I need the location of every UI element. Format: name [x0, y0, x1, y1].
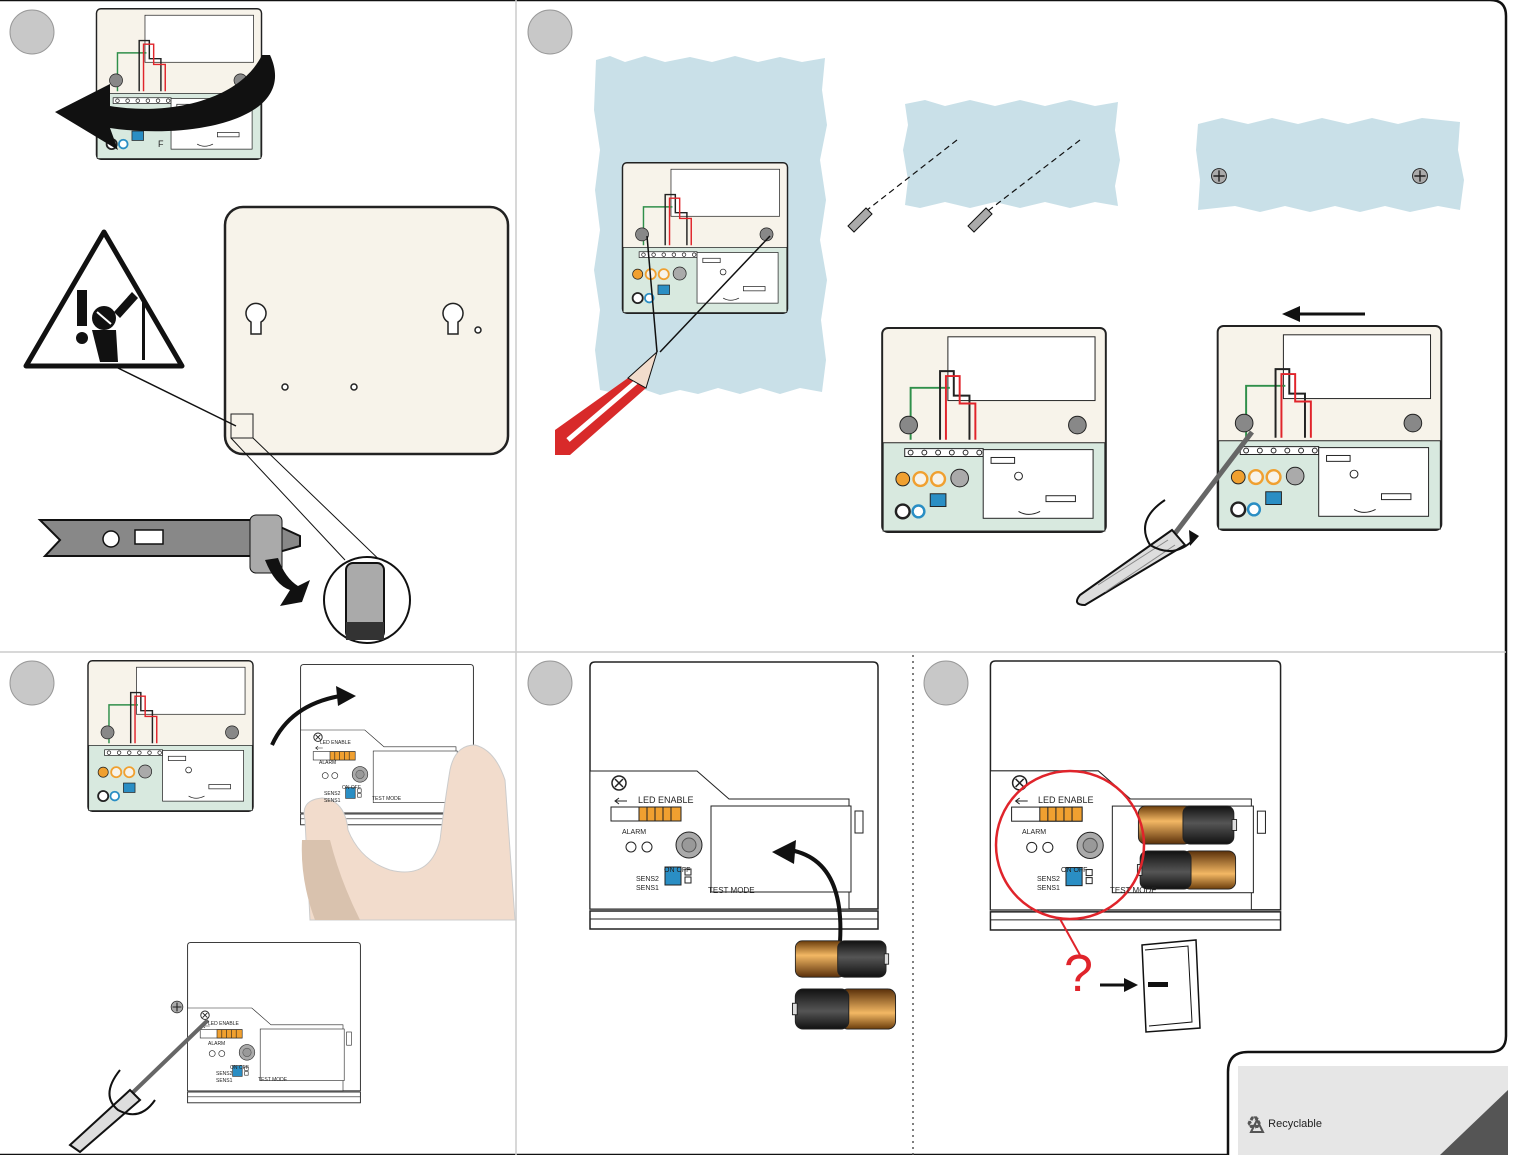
on-off-label: ON OFF [1061, 867, 1087, 874]
led-enable-label: LED ENABLE [638, 796, 694, 805]
test-mode-label: TEST MODE [372, 797, 401, 802]
on-off-label: ON OFF [230, 1066, 249, 1071]
device-mounted [882, 328, 1106, 532]
step-2-marker [528, 10, 572, 54]
anchor-screw-icon [848, 208, 992, 232]
on-off-label: ON OFF [664, 867, 690, 874]
alarm-label: ALARM [1022, 829, 1046, 836]
manual-book-icon [1142, 940, 1200, 1032]
sens2-label: SENS2 [1037, 876, 1060, 883]
step-1-marker [10, 10, 54, 54]
sens1-label: SENS1 [636, 885, 659, 892]
screw-icon [171, 1001, 183, 1013]
magnifier-circle-icon [324, 557, 410, 643]
test-mode-label: TEST MODE [1110, 887, 1157, 895]
recycle-icon: ♻ [1246, 1113, 1262, 1134]
screw-icon [1212, 169, 1227, 184]
alarm-label: ALARM [319, 761, 336, 766]
device-base-plate [225, 207, 508, 454]
sens2-label: SENS2 [324, 792, 340, 797]
led-enable-label: LED ENABLE [1038, 796, 1094, 805]
sens2-label: SENS2 [216, 1072, 232, 1077]
sens1-label: SENS1 [1037, 885, 1060, 892]
f-mark-label: F [158, 140, 164, 149]
device-open-step3 [88, 661, 253, 812]
test-mode-label: TEST MODE [708, 887, 755, 895]
question-mark: ? [1064, 948, 1093, 1000]
recyclable-label: Recyclable [1268, 1118, 1322, 1130]
sens1-label: SENS1 [216, 1079, 232, 1084]
test-mode-label: TEST MODE [258, 1078, 287, 1083]
arrow-icon [265, 558, 310, 606]
battery-icon [792, 989, 895, 1029]
led-enable-label: LED ENABLE [208, 1022, 239, 1027]
alarm-label: ALARM [622, 829, 646, 836]
step-5-marker [924, 661, 968, 705]
led-enable-label: LED ENABLE [320, 741, 351, 746]
step-3-marker [10, 661, 54, 705]
sens1-label: SENS1 [324, 799, 340, 804]
battery-icon [1138, 806, 1236, 844]
battery-icon [795, 941, 888, 977]
battery-icon [1137, 851, 1235, 889]
alarm-label: ALARM [208, 1042, 225, 1047]
on-off-label: ON OFF [342, 786, 361, 791]
sens2-label: SENS2 [636, 876, 659, 883]
device-sliding [1218, 326, 1442, 530]
warning-triangle-icon [26, 232, 182, 366]
wall-area-drill [903, 100, 1120, 208]
screw-icon [1413, 169, 1428, 184]
wall-area-screws [1196, 118, 1464, 212]
step-4-marker [528, 661, 572, 705]
recyclable-badge: ♻ Recyclable [1246, 1113, 1322, 1134]
